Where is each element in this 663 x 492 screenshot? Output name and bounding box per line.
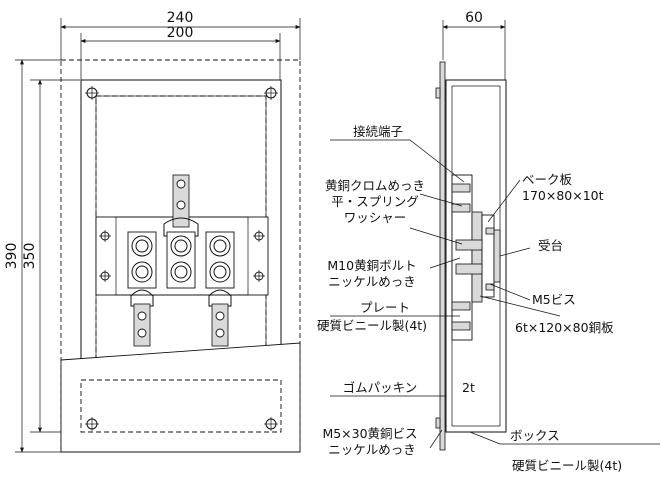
label-box-2: 硬質ビニール製(4t) xyxy=(512,458,622,473)
cover-screw-bottom xyxy=(435,417,441,429)
side-base xyxy=(493,229,501,283)
leaders-right xyxy=(469,179,660,445)
label-screw-2: ニッケルめっき xyxy=(328,442,416,457)
top-terminal-lug xyxy=(163,174,199,237)
label-m5: M5ビス xyxy=(532,292,576,307)
label-bake-1: ベーク板 xyxy=(522,172,573,187)
label-bolt-1: M10黄銅ボルト xyxy=(327,258,416,273)
lower-cover-dashed xyxy=(80,379,282,433)
label-bolt-2: ニッケルめっき xyxy=(328,274,416,289)
dim-200-text: 200 xyxy=(167,25,194,41)
dim-depth: 60 xyxy=(442,10,506,80)
front-view: 240 200 390 350 xyxy=(4,10,301,453)
terminal-block-left xyxy=(127,231,157,289)
screw-icon xyxy=(264,86,278,100)
label-washer-1: 黄銅クロムめっき xyxy=(325,178,425,193)
dim-outer-width: 240 xyxy=(60,10,301,60)
screw-icon xyxy=(253,230,265,242)
side-view: 60 xyxy=(317,10,660,473)
dim-inner-width: 200 xyxy=(80,25,281,80)
bottom-lug-left xyxy=(130,289,154,347)
side-bolts xyxy=(451,183,495,331)
dim-390-text: 390 xyxy=(4,243,20,270)
dim-350-text: 350 xyxy=(22,243,38,270)
screw-icon xyxy=(85,417,99,431)
label-packing: ゴムパッキン xyxy=(343,380,418,395)
label-screw-1: M5×30黄銅ビス xyxy=(322,426,417,441)
screw-icon xyxy=(99,270,111,282)
side-box xyxy=(445,79,507,433)
bottom-lug-right xyxy=(208,289,232,347)
dim-outer-height: 390 xyxy=(4,59,62,453)
screw-icon xyxy=(99,230,111,242)
label-copper: 6t×120×80銅板 xyxy=(515,320,614,335)
terminal-block-right xyxy=(205,231,235,289)
cover-screw-top xyxy=(435,87,441,99)
label-thickness: 2t xyxy=(462,380,475,395)
terminal-block-center xyxy=(166,231,196,289)
label-plate-2: 硬質ビニール製(4t) xyxy=(317,318,427,333)
leaders-left xyxy=(330,139,465,449)
label-base: 受台 xyxy=(538,238,563,253)
label-washer-2: 平・スプリング xyxy=(331,194,419,209)
label-washer-3: ワッシャー xyxy=(344,210,407,225)
screw-icon xyxy=(264,417,278,431)
plate-screws xyxy=(99,230,265,282)
dim-60-text: 60 xyxy=(465,10,483,26)
label-plate-1: プレート xyxy=(360,300,410,315)
screw-icon xyxy=(253,270,265,282)
lower-screws xyxy=(85,417,278,431)
dim-240-text: 240 xyxy=(167,10,194,26)
label-bake-2: 170×80×10t xyxy=(522,188,604,203)
side-terminal-lug xyxy=(451,174,473,341)
screw-icon xyxy=(85,86,99,100)
lower-cover xyxy=(60,342,301,453)
side-cover-plate xyxy=(439,61,446,451)
box-outline-dashed xyxy=(60,59,301,453)
dim-inner-height: 350 xyxy=(22,79,80,433)
label-terminal: 接続端子 xyxy=(353,124,403,139)
label-box-1: ボックス xyxy=(510,428,560,443)
side-copper-plate xyxy=(471,211,483,303)
